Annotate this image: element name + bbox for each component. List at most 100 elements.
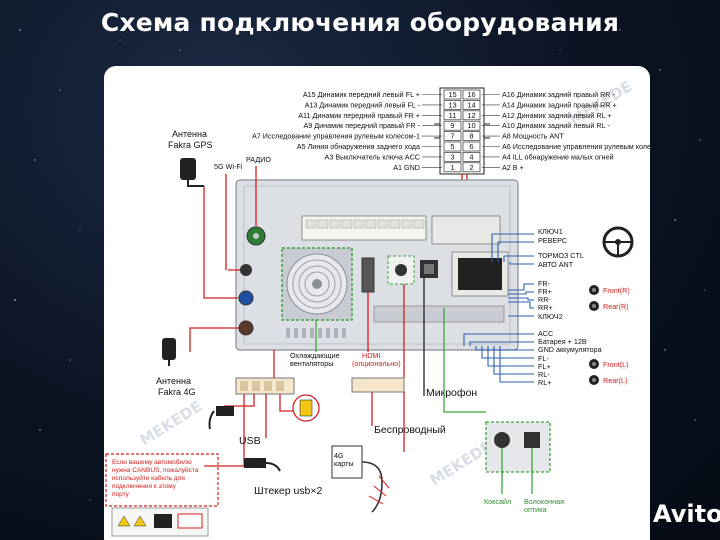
pin-number: 7 xyxy=(450,132,454,141)
pin-number: 12 xyxy=(467,111,475,120)
harness-left-label: A13 Динамик передний левый FL - xyxy=(305,100,421,109)
usb-cable-icon xyxy=(216,406,234,416)
coax-socket xyxy=(494,432,510,448)
watermark-bottom: MEKEDE xyxy=(427,437,496,489)
right-labels: КЛЮЧ1 РЕВЕРС ТОРМОЗ CTL АВТО ANT FR- FR+… xyxy=(538,227,602,387)
optic-label-2: оптика xyxy=(524,505,547,514)
harness-right-label: A6 Исследование управления рулевым колес… xyxy=(502,142,650,151)
4g-card-cable xyxy=(331,445,390,513)
harness-left-label: A3 Выключатель ключа ACC xyxy=(325,152,420,161)
pin-box xyxy=(462,162,481,173)
pin-number: 13 xyxy=(448,100,456,109)
gnd-label: GND аккумулятора xyxy=(538,345,602,354)
pin-number: 1 xyxy=(450,163,454,172)
acc-label: ACC xyxy=(538,329,553,338)
pin-box xyxy=(462,100,481,110)
antenna-gps-label-1: Антенна xyxy=(172,129,207,139)
canbus-connectors xyxy=(111,507,209,537)
pin-number: 3 xyxy=(450,152,454,161)
pin-number: 8 xyxy=(469,132,473,141)
hdmi-socket xyxy=(361,257,375,293)
svg-text:Если вашему автомобилю: Если вашему автомобилю xyxy=(112,458,192,466)
harness-right-label: A14 Динамик задний правый RR + xyxy=(502,100,617,109)
harness-right-label: A8 Мощность ANT xyxy=(502,132,564,141)
gps-antenna xyxy=(180,158,204,187)
speaker-icons: Front(R) Rear(R) Front(L) Rear(L) xyxy=(589,285,630,385)
harness-right-label: A4 ILL обнаружение малых огней xyxy=(502,152,613,161)
optic-socket xyxy=(524,432,540,448)
fl-minus-label: FL- xyxy=(538,354,549,363)
wireless-connector xyxy=(351,377,405,393)
harness-left-label: A11 Динамик передний правый FR + xyxy=(298,111,420,120)
speaker-rear-right-icon xyxy=(589,301,599,311)
pin-box xyxy=(462,141,481,152)
pin-box xyxy=(443,141,462,152)
pin-box xyxy=(443,131,462,141)
pin-number: 2 xyxy=(469,163,473,172)
speaker-front-left-icon xyxy=(589,359,599,369)
harness-right-labels: A16 Динамик задний правый RR -A14 Динами… xyxy=(482,90,650,172)
page-title: Схема подключения оборудования xyxy=(100,8,620,37)
harness-right-label: A10 Динамик задний левый RL - xyxy=(502,121,610,130)
right-harness-wires xyxy=(463,233,534,383)
harness-left-label: A7 Исследование управления рулевым колес… xyxy=(252,132,420,141)
rl-minus-label: RL- xyxy=(538,370,550,379)
pin-box xyxy=(443,110,462,121)
rr-plus-label: RR+ xyxy=(538,303,553,312)
coax-optic-module xyxy=(485,421,551,473)
harness-left-labels: A15 Динамик передний левый FL +A13 Динам… xyxy=(252,90,442,172)
pin-box xyxy=(443,100,462,110)
speaker-front-right-icon xyxy=(589,285,599,295)
pin-box xyxy=(443,120,462,131)
rca-video-plug-icon xyxy=(292,394,320,422)
4g-socket xyxy=(238,320,254,336)
radio-label: РАДИО xyxy=(246,155,271,164)
antenna-gps-label-2: Fakra GPS xyxy=(168,140,213,150)
fans-label-1: Охлаждающие xyxy=(290,351,340,360)
harness-right-label: A2 B + xyxy=(502,163,524,172)
auto-ant-label: АВТО ANT xyxy=(538,260,574,269)
4g-card-label-1: 4G xyxy=(334,451,344,460)
harness-right-label: A16 Динамик задний правый RR - xyxy=(502,90,615,99)
battery-label: Батарея + 12В xyxy=(538,337,587,346)
harness-right-label: A12 Динамик задний левый RL + xyxy=(502,111,612,120)
reverse-label: РЕВЕРС xyxy=(538,236,567,245)
avito-brand-text: Avito xyxy=(653,500,720,528)
rear-r-label: Rear(R) xyxy=(603,302,629,311)
hdmi-label-1: HDMI xyxy=(362,351,380,360)
pin-number: 11 xyxy=(449,111,457,120)
pin-box xyxy=(462,131,481,141)
harness-left-label: A5 Линия обнаружения заднего хода xyxy=(297,142,420,151)
watermark-left: MEKEDE xyxy=(137,397,206,449)
pin-number: 15 xyxy=(448,90,456,99)
pin-box xyxy=(462,89,481,100)
avito-logo xyxy=(616,501,648,527)
pin-number: 14 xyxy=(467,100,475,109)
wireless-label: Беспроводный xyxy=(374,424,446,436)
antenna-4g-label-2: Fakra 4G xyxy=(158,387,196,397)
usb-plug-icon xyxy=(244,458,281,472)
pin-number: 5 xyxy=(450,142,454,151)
svg-text:подключения к этому: подключения к этому xyxy=(112,483,177,490)
4g-card-label-2: карты xyxy=(334,459,354,468)
fr-minus-label: FR- xyxy=(538,279,551,288)
4g-antenna xyxy=(162,338,176,366)
pin-box xyxy=(462,120,481,131)
pin-box xyxy=(443,89,462,100)
wifi-label: 5G Wi-Fi xyxy=(214,162,243,171)
speaker-rear-left-icon xyxy=(589,375,599,385)
pin-number: 4 xyxy=(469,152,473,161)
cooling-fan xyxy=(281,247,353,321)
usb-label: USB xyxy=(239,435,261,447)
fl-plus-label: FL+ xyxy=(538,362,551,371)
coax-label: Коксайл xyxy=(484,497,511,506)
pin-box xyxy=(443,162,462,173)
left-antenna-wires xyxy=(189,166,257,352)
pin-number: 9 xyxy=(450,121,454,130)
mic-socket xyxy=(395,264,407,276)
usb-connector-block xyxy=(235,377,295,395)
usb-plug-label: Штекер usb×2 xyxy=(254,485,323,497)
